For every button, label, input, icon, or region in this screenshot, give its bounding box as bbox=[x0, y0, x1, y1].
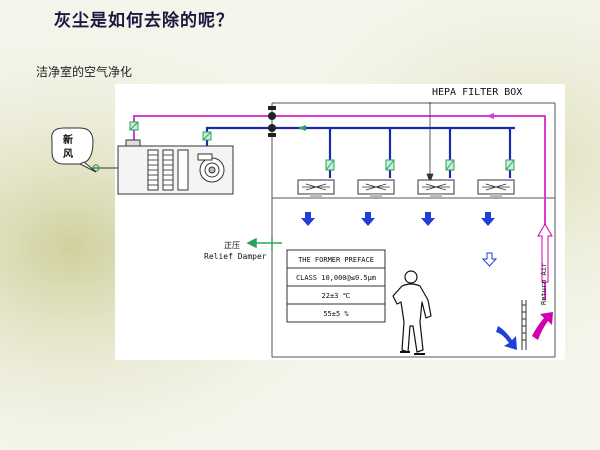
fresh-air-label-1: 新 bbox=[63, 133, 73, 146]
duct-junction-icon bbox=[268, 106, 276, 137]
relief-damper-label-cn: 正压 bbox=[224, 241, 240, 250]
return-air-vent bbox=[521, 300, 527, 350]
return-air-label: Return Air bbox=[540, 263, 548, 305]
person-icon bbox=[392, 270, 432, 355]
airflow-arrows bbox=[301, 212, 495, 226]
hepa-filter-box-label: HEPA FILTER BOX bbox=[432, 87, 522, 98]
hepa-leader-lines bbox=[426, 102, 434, 184]
supply-flow-arrow bbox=[298, 125, 306, 131]
fresh-air-damper-icon bbox=[92, 164, 100, 172]
spec-row-3: 55±5 % bbox=[323, 310, 349, 318]
fresh-air-label-2: 风 bbox=[63, 148, 73, 160]
slide-title: 灰尘是如何去除的呢？ bbox=[54, 11, 234, 31]
fresh-air-bubble bbox=[51, 127, 97, 173]
fan-unit-icon bbox=[117, 139, 234, 195]
spec-row-1: CLASS 10,000@≤0.5μm bbox=[296, 274, 376, 282]
airflow-arrow-outline bbox=[481, 252, 498, 267]
return-curve-blue bbox=[496, 326, 517, 350]
return-flow-arrow bbox=[486, 113, 494, 119]
return-air-up-arrow bbox=[537, 223, 553, 283]
spec-row-0: THE FORMER PREFACE bbox=[298, 256, 374, 264]
spec-row-2: 22±3 ℃ bbox=[322, 292, 351, 300]
spec-table bbox=[286, 249, 386, 323]
cleanroom-walls bbox=[271, 102, 556, 358]
return-curve-magenta bbox=[532, 312, 553, 340]
relief-damper-arrow bbox=[246, 236, 282, 250]
relief-damper-label-en: Relief Damper bbox=[204, 252, 267, 261]
slide-subtitle: 洁净室的空气净化 bbox=[36, 65, 133, 79]
